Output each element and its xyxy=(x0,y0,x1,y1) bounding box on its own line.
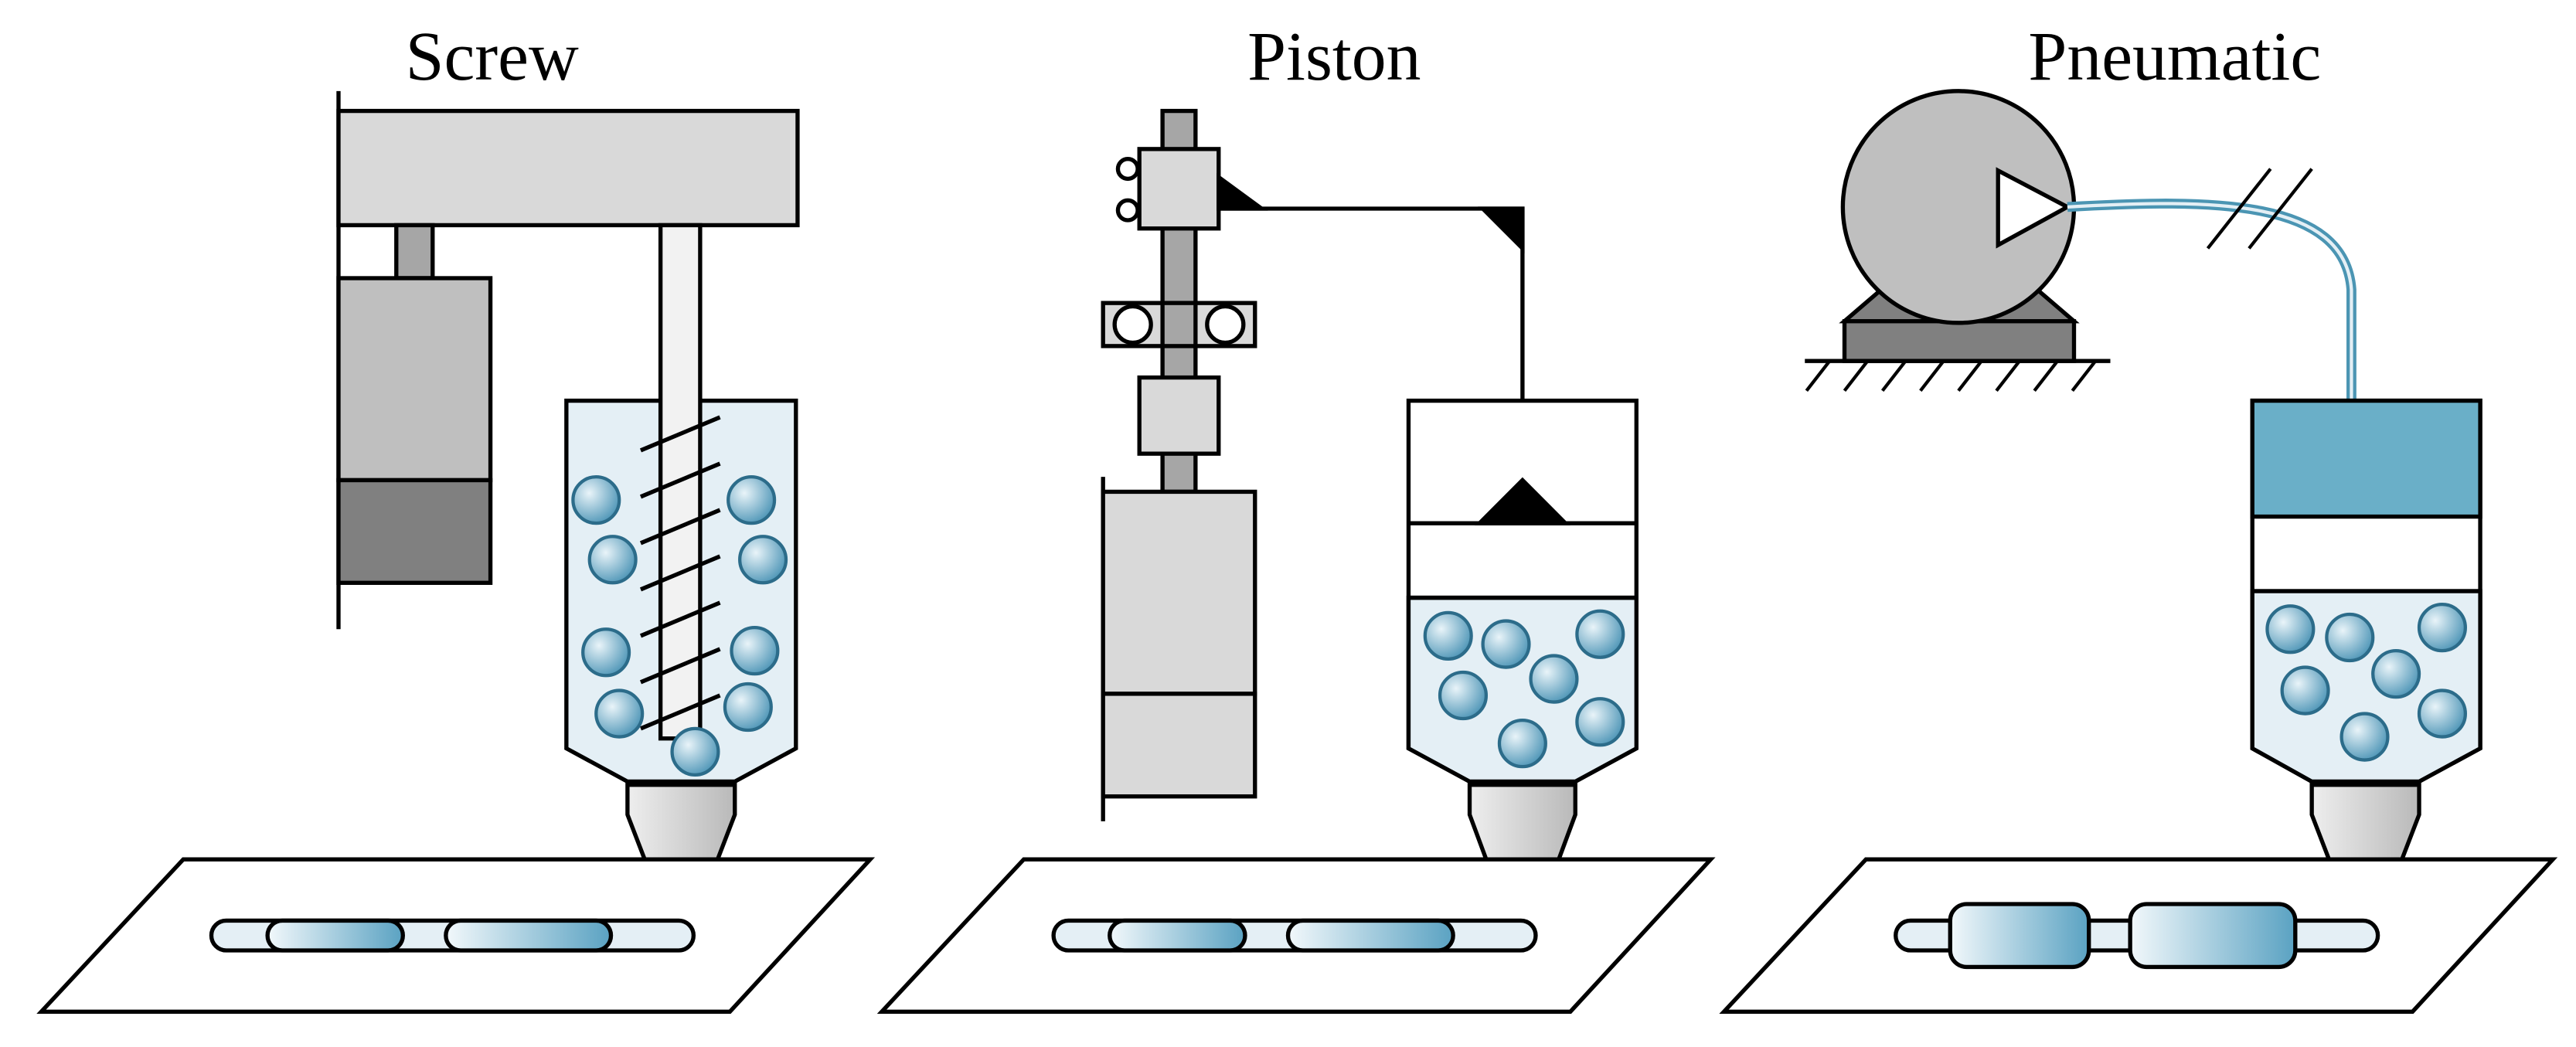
bead xyxy=(1481,619,1531,669)
bead xyxy=(730,626,780,676)
air-tube-core xyxy=(2067,202,2353,401)
piston-motor-lower xyxy=(1101,692,1257,799)
bead xyxy=(670,726,720,777)
panel-title-pneumatic: Pneumatic xyxy=(2028,19,2321,95)
pneumatic-panel xyxy=(1719,89,2558,1014)
bead xyxy=(2417,688,2467,739)
screw-filament-segment xyxy=(444,918,614,953)
piston-beads xyxy=(1423,609,1625,769)
piston-panel xyxy=(876,108,1716,1014)
bead xyxy=(1438,670,1489,721)
bead xyxy=(2265,604,2316,654)
air-tube xyxy=(2067,199,2357,401)
piston-bearing-ball xyxy=(1112,304,1153,345)
tube-break-mark xyxy=(2248,168,2313,250)
ground-hatch xyxy=(1805,359,2097,393)
screw-gantry-beam xyxy=(336,108,800,228)
screw-threads xyxy=(639,415,721,731)
screw-panel xyxy=(36,90,876,1014)
bead xyxy=(2339,712,2390,762)
bead xyxy=(587,535,638,585)
compressor-base xyxy=(1842,319,2077,363)
pneumatic-filament-segment xyxy=(2128,902,2298,970)
air-chamber xyxy=(2250,398,2482,519)
piston-roller xyxy=(1115,198,1140,223)
piston-roller xyxy=(1115,157,1140,182)
piston-bearing-ball xyxy=(1205,304,1246,345)
bead xyxy=(2325,612,2375,663)
bead xyxy=(1529,654,1579,704)
piston-carriage xyxy=(1137,147,1221,231)
bead xyxy=(2371,649,2421,699)
screw-motor-lower xyxy=(336,478,493,585)
piston-plunger-head xyxy=(1474,477,1570,525)
bead xyxy=(738,535,788,585)
piston-coupler xyxy=(1137,375,1221,456)
compressor-outlet-arrow-icon xyxy=(1996,167,2072,249)
screw-motor-upper xyxy=(336,276,493,483)
bead xyxy=(2280,665,2330,716)
panel-title-screw: Screw xyxy=(406,19,579,95)
tube-break-mark xyxy=(2206,168,2272,250)
piston-joint xyxy=(1217,173,1268,211)
bead xyxy=(571,475,621,525)
screw-filament-segment xyxy=(265,918,405,953)
piston-lead-screw-mid xyxy=(1160,301,1198,348)
bead xyxy=(581,627,631,678)
piston-filament-segment xyxy=(1285,918,1455,953)
bead xyxy=(1575,609,1625,659)
piston-filament-segment xyxy=(1108,918,1247,953)
bead xyxy=(1497,719,1547,769)
screw-motor-shaft xyxy=(394,223,435,280)
screw-beads xyxy=(571,475,788,777)
piston-joint xyxy=(1478,206,1525,253)
panel-title-piston: Piston xyxy=(1247,19,1421,95)
bead xyxy=(594,688,645,739)
bead xyxy=(1575,697,1625,747)
pneumatic-beads xyxy=(2265,603,2467,762)
bead xyxy=(2417,603,2467,653)
piston-motor-upper xyxy=(1101,489,1257,696)
bead xyxy=(1423,610,1473,661)
bead xyxy=(727,475,777,525)
pneumatic-filament-segment xyxy=(1948,902,2091,970)
bead xyxy=(723,682,773,733)
